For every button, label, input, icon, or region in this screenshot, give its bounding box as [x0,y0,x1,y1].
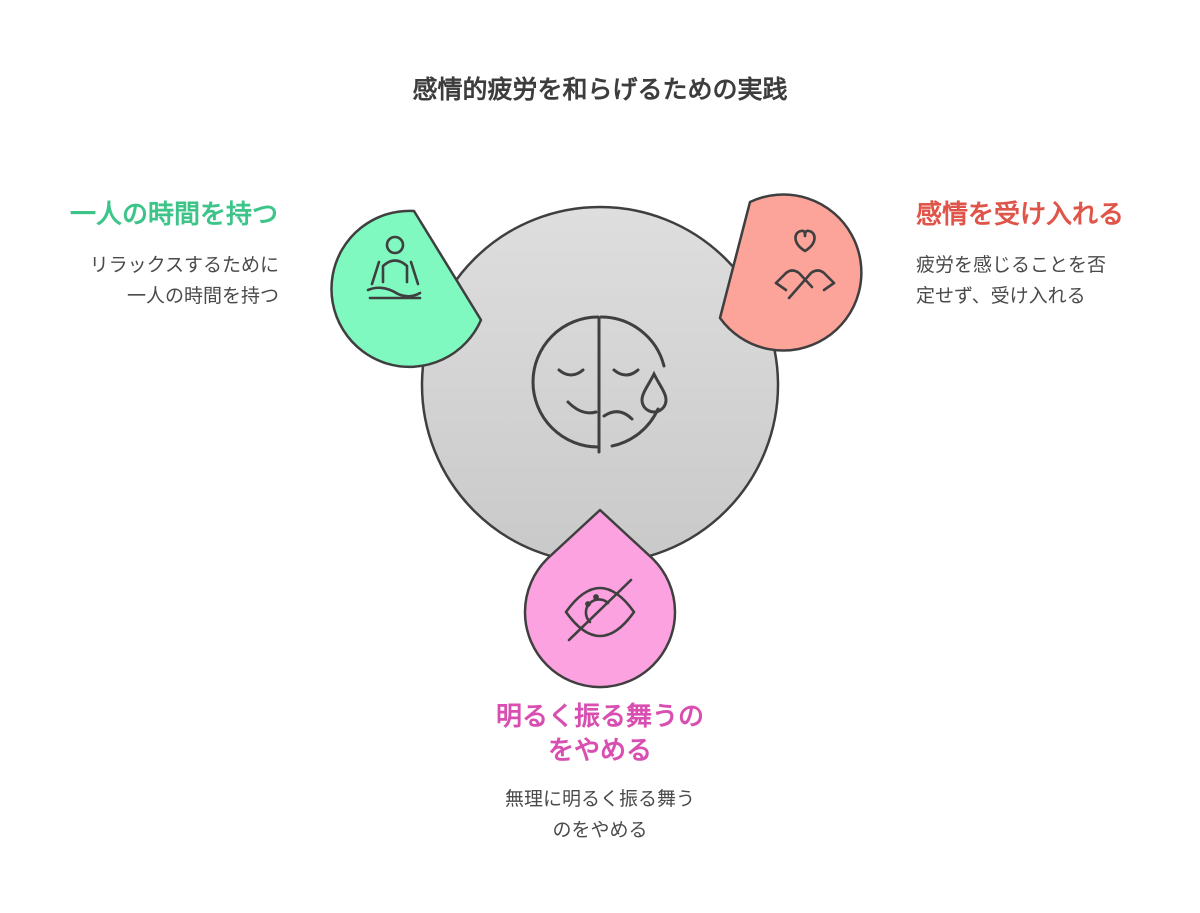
item-desc-alone-time: リラックスするために 一人の時間を持つ [19,250,279,312]
heart-hands-icon [774,229,836,300]
heading-line: 明るく振る舞うの [495,702,704,732]
happy-sad-face-icon [531,315,668,454]
item-desc-stop-acting-cheerful: 無理に明るく振る舞う のをやめる [450,784,750,846]
desc-line: 一人の時間を持つ [126,285,279,307]
desc-line: 定せず、受け入れる [916,285,1086,307]
heading-line: をやめる [547,736,652,766]
desc-line: 無理に明るく振る舞う [504,788,695,810]
item-heading-alone-time: 一人の時間を持つ [69,200,278,230]
diagram-title: 感情的疲労を和らげるための実践 [412,75,788,104]
item-heading-accept-feelings: 感情を受け入れる [916,200,1125,230]
desc-line: 疲労を感じることを否 [916,254,1107,276]
eye-slash-icon [564,578,636,642]
desc-line: のをやめる [552,819,648,841]
right-drop [718,193,863,352]
meditation-person-icon [366,235,422,300]
item-desc-accept-feelings: 疲労を感じることを否 定せず、受け入れる [916,250,1156,312]
item-heading-stop-acting-cheerful: 明るく振る舞うの をやめる [440,700,760,768]
desc-line: リラックスするために [89,254,279,276]
left-drop [330,209,483,369]
